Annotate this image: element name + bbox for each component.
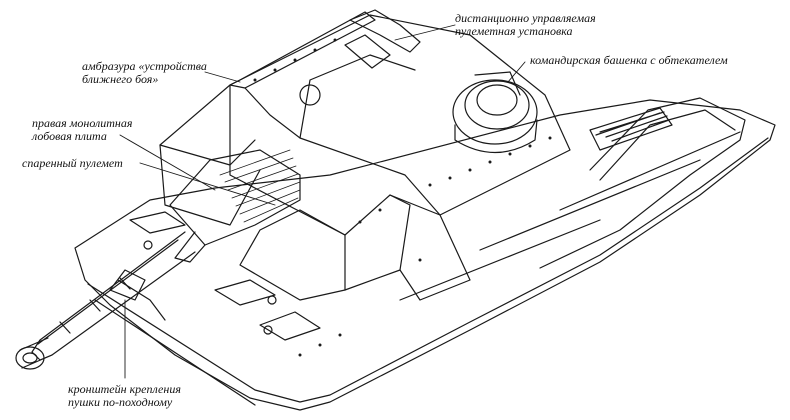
front-hatches: [129, 211, 321, 341]
remote-mg-label-line1: дистанционно управляемая: [455, 11, 596, 25]
coax-mg-label: спаренный пулемет: [22, 157, 123, 170]
remote-mg-drawing: [299, 9, 421, 106]
front-plate-label-line1: правая монолитная: [32, 116, 133, 130]
hull-outline: [74, 99, 776, 411]
remote-mg-label: дистанционно управляемая пулеметная уста…: [455, 12, 596, 38]
embrasure-label: амбразура «устройства ближнего боя»: [82, 60, 207, 86]
engine-grille: [589, 107, 673, 151]
remote-mg-label-line2: пулеметная установка: [455, 24, 573, 38]
front-plate-label-line2: лобовая плита: [32, 129, 107, 143]
commander-cupola-label-line1: командирская башенка с обтекателем: [530, 53, 728, 67]
front-plate-label: правая монолитная лобовая плита: [32, 117, 132, 143]
leader-lines: [119, 24, 526, 379]
superstructure: [159, 11, 571, 301]
commander-cupola-label: командирская башенка с обтекателем: [530, 54, 728, 67]
travel-lock-label-line2: пушки по-походному: [68, 395, 173, 409]
embrasure-label-line2: ближнего боя»: [82, 72, 159, 86]
mantlet-hatching: [219, 149, 301, 223]
commander-cupola-drawing: [452, 71, 538, 154]
travel-lock-label-line1: кронштейн крепления: [68, 382, 181, 396]
side-rails: [399, 97, 746, 301]
gun-drawing: [15, 149, 301, 370]
rivets: [253, 38, 552, 357]
coax-mg-label-line1: спаренный пулемет: [22, 156, 123, 170]
travel-lock-label: кронштейн крепления пушки по-походному: [68, 383, 181, 409]
travel-lock-drawing: [109, 269, 166, 321]
embrasure-label-line1: амбразура «устройства: [82, 59, 207, 73]
